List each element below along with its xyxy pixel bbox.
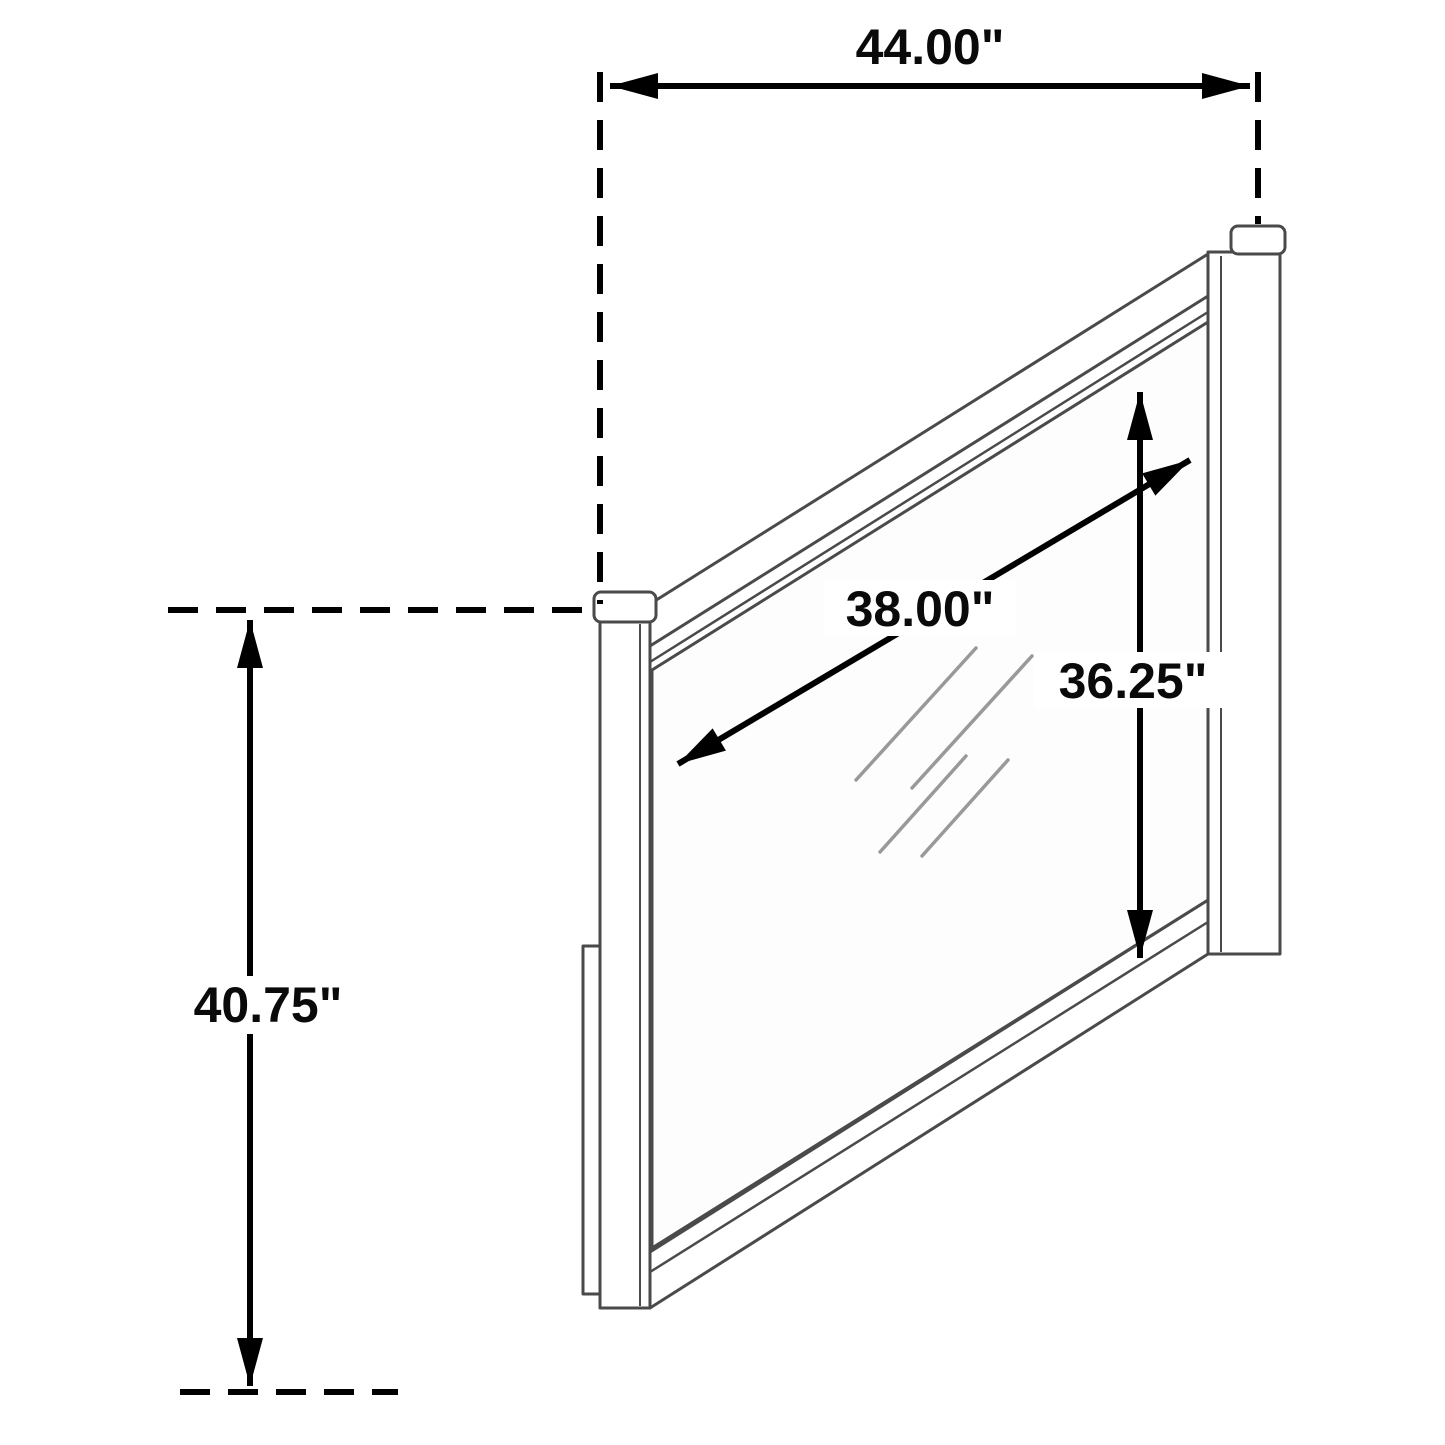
mirror-back-edge	[581, 944, 602, 1296]
dimension-labels: 44.00" 40.75" 38.00" 36.25"	[174, 19, 1232, 1034]
mirror-height-label-bg	[1034, 652, 1232, 708]
extension-lines	[168, 72, 1261, 1395]
overall-width-label: 44.00"	[856, 19, 1005, 75]
mirror-width-label: 38.00"	[846, 581, 995, 637]
mirror-width-label-bg	[824, 580, 1016, 636]
mirror-height-label: 36.25"	[1059, 653, 1208, 709]
mirror-drawing	[581, 224, 1287, 1310]
overall-height-label-bg	[174, 976, 362, 1034]
reflection-line	[878, 754, 968, 854]
mirror-bottom-molding-line	[649, 920, 1209, 1274]
mirror-right-stile	[1206, 250, 1282, 956]
mirror-right-stile-cap	[1229, 224, 1287, 256]
mirror-left-stile	[598, 618, 652, 1310]
overall-height-label: 40.75"	[194, 977, 343, 1033]
reflection-line	[920, 758, 1010, 858]
mirror-left-stile-cap	[592, 590, 658, 624]
